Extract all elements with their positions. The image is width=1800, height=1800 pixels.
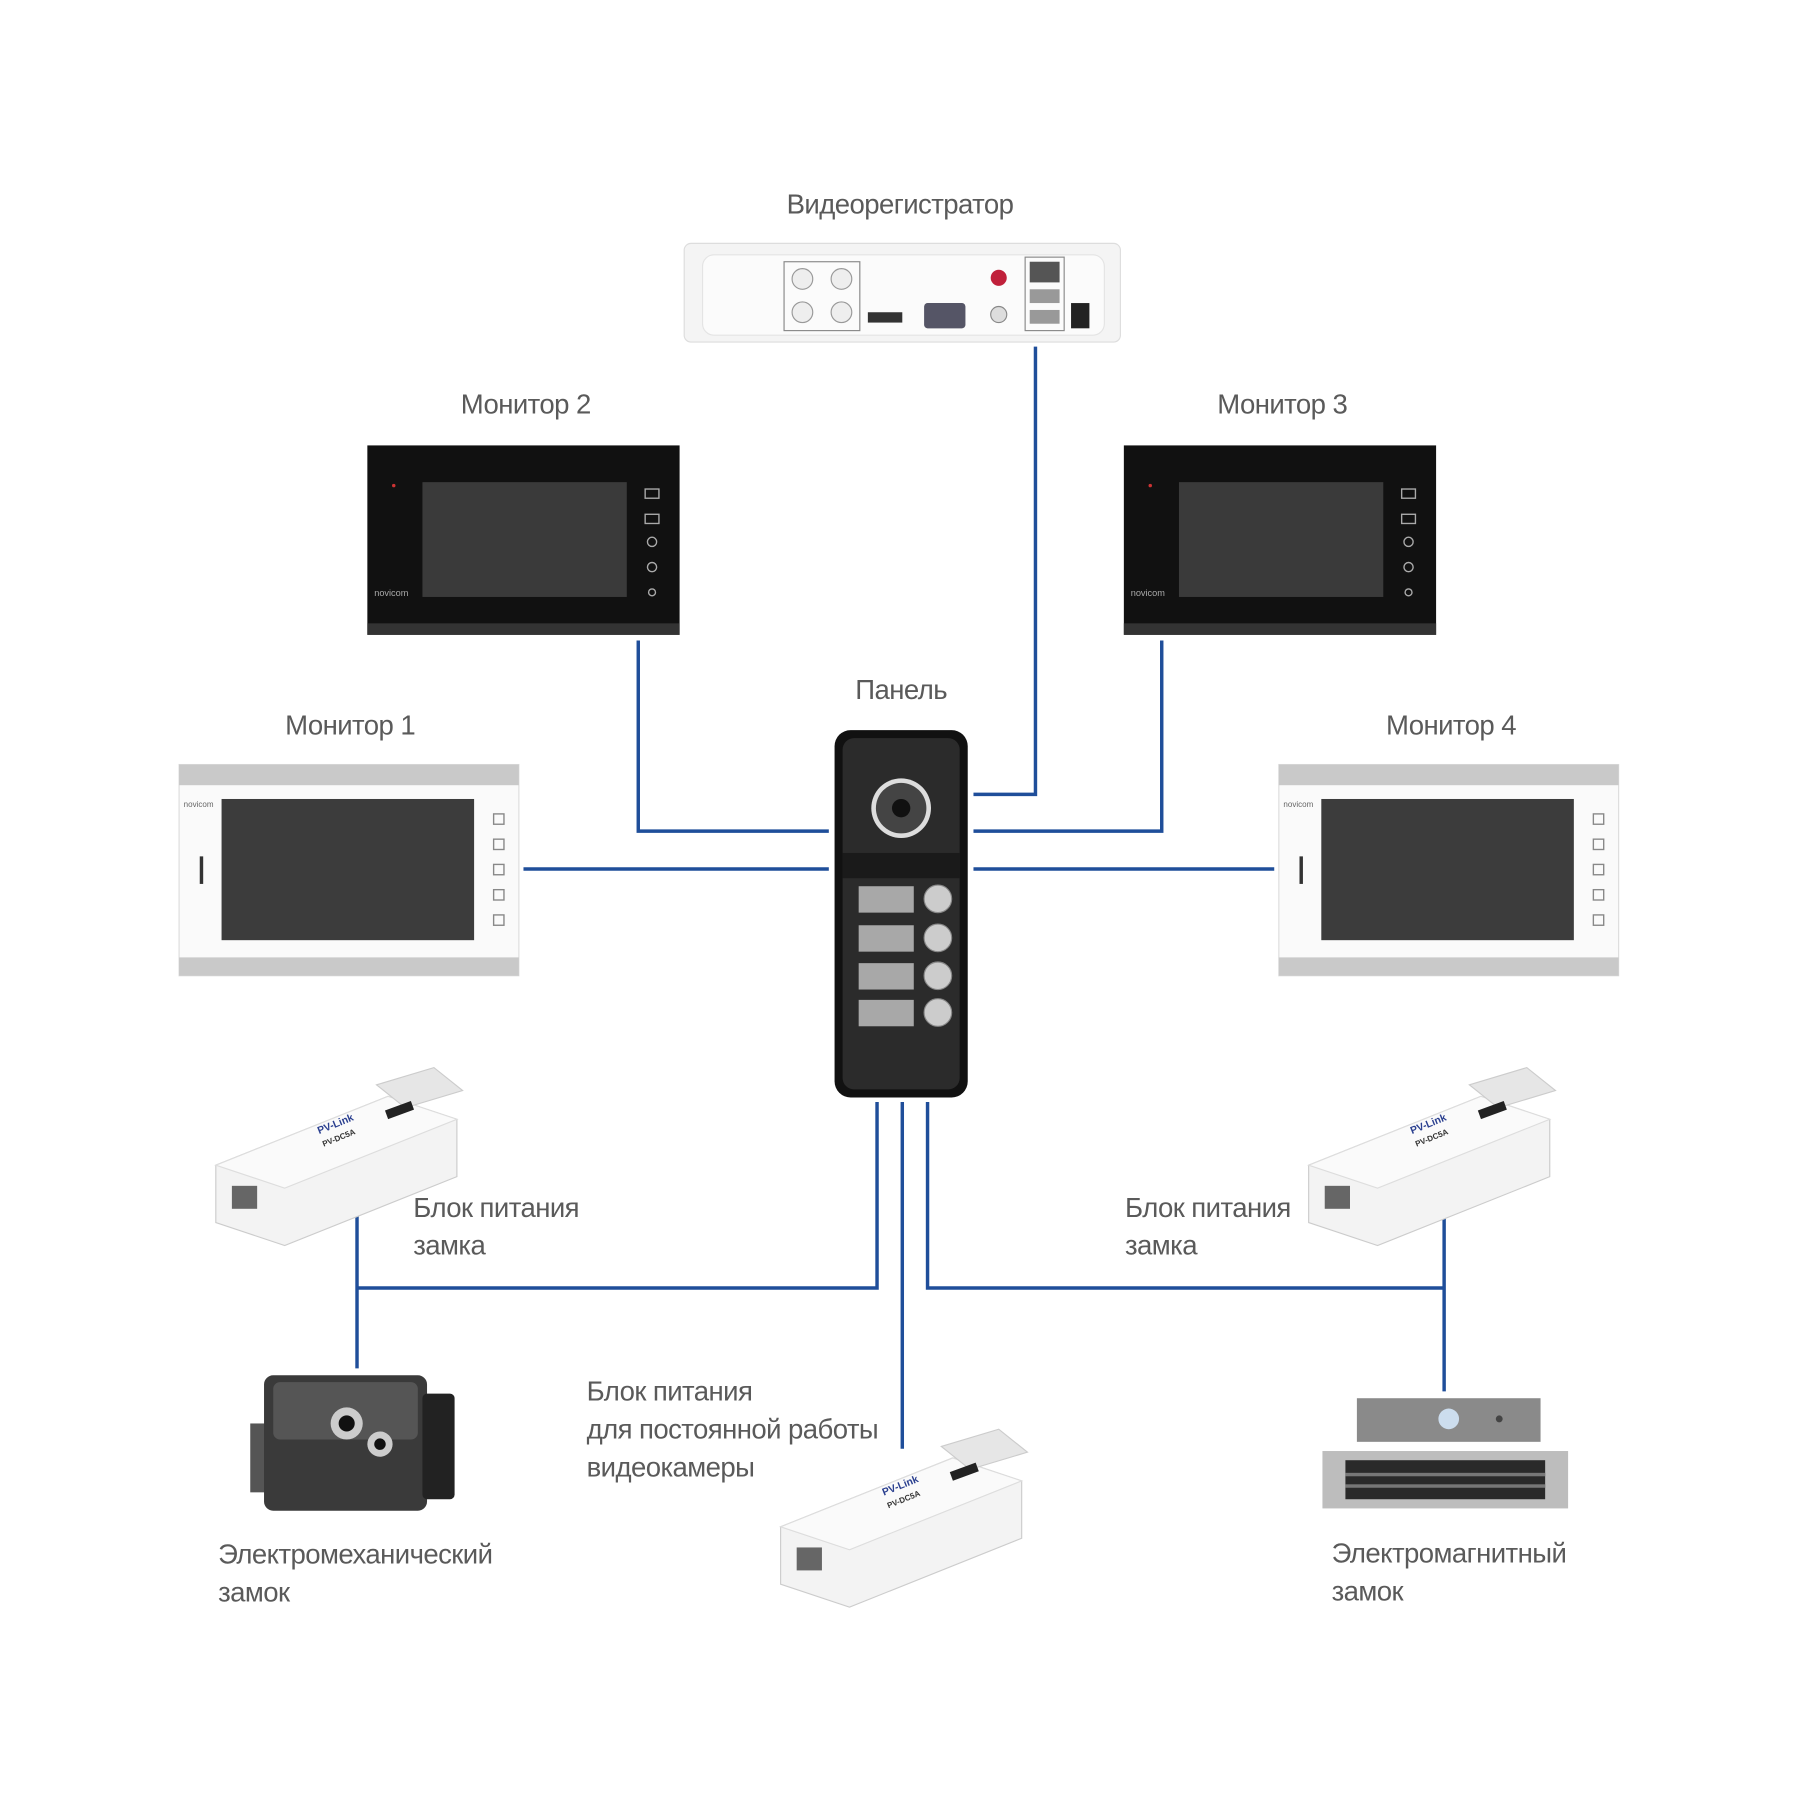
- monitor2-label: Монитор 2: [461, 388, 591, 419]
- monitor3-brand: novicom: [1131, 588, 1166, 598]
- monitor1-device: [178, 763, 520, 977]
- electromechanical-lock-device: [250, 1375, 455, 1511]
- monitor2-brand: novicom: [374, 588, 409, 598]
- camera-psu-label-line1: Блок питания: [587, 1376, 753, 1407]
- electromag-lock-label-line2: замок: [1332, 1575, 1405, 1606]
- panel-label: Панель: [855, 674, 947, 705]
- wire-monitor3-panel: [973, 640, 1164, 833]
- left-psu-label-line1: Блок питания: [413, 1192, 579, 1223]
- camera-psu-label-line3: видеокамеры: [587, 1451, 755, 1482]
- left-psu-label-line2: замка: [413, 1230, 486, 1261]
- electromech-lock-label-line1: Электромеханический: [218, 1539, 492, 1570]
- monitor4-device: [1278, 763, 1620, 977]
- monitor1-brand: novicom: [184, 800, 214, 809]
- right-psu-label-line1: Блок питания: [1125, 1192, 1291, 1223]
- wire-panel-right-lock: [925, 1102, 1445, 1290]
- monitor3-device: [1123, 444, 1437, 636]
- wire-panel-left-lock: [357, 1102, 879, 1290]
- monitor2-device: [366, 444, 681, 636]
- call-panel-device: [834, 730, 968, 1098]
- electromech-lock-label-line2: замок: [218, 1576, 291, 1607]
- camera-psu-label-line2: для постоянной работы: [587, 1413, 879, 1444]
- wire-monitor2-panel: [636, 640, 829, 833]
- dvr-device: [683, 242, 1121, 343]
- right-lock-psu-device: [1308, 1067, 1557, 1247]
- electromag-lock-label-line1: Электромагнитный: [1332, 1537, 1567, 1568]
- camera-psu-device: [780, 1428, 1028, 1608]
- electromagnetic-lock-device: [1322, 1398, 1569, 1509]
- monitor4-label: Монитор 4: [1386, 710, 1516, 741]
- monitor3-label: Монитор 3: [1217, 388, 1347, 419]
- monitor1-label: Монитор 1: [285, 710, 415, 741]
- dvr-label: Видеорегистратор: [787, 189, 1014, 220]
- monitor4-brand: novicom: [1283, 800, 1313, 809]
- wire-dvr-panel: [973, 346, 1038, 797]
- wires: [355, 346, 1446, 1449]
- right-psu-label-line2: замка: [1125, 1230, 1198, 1261]
